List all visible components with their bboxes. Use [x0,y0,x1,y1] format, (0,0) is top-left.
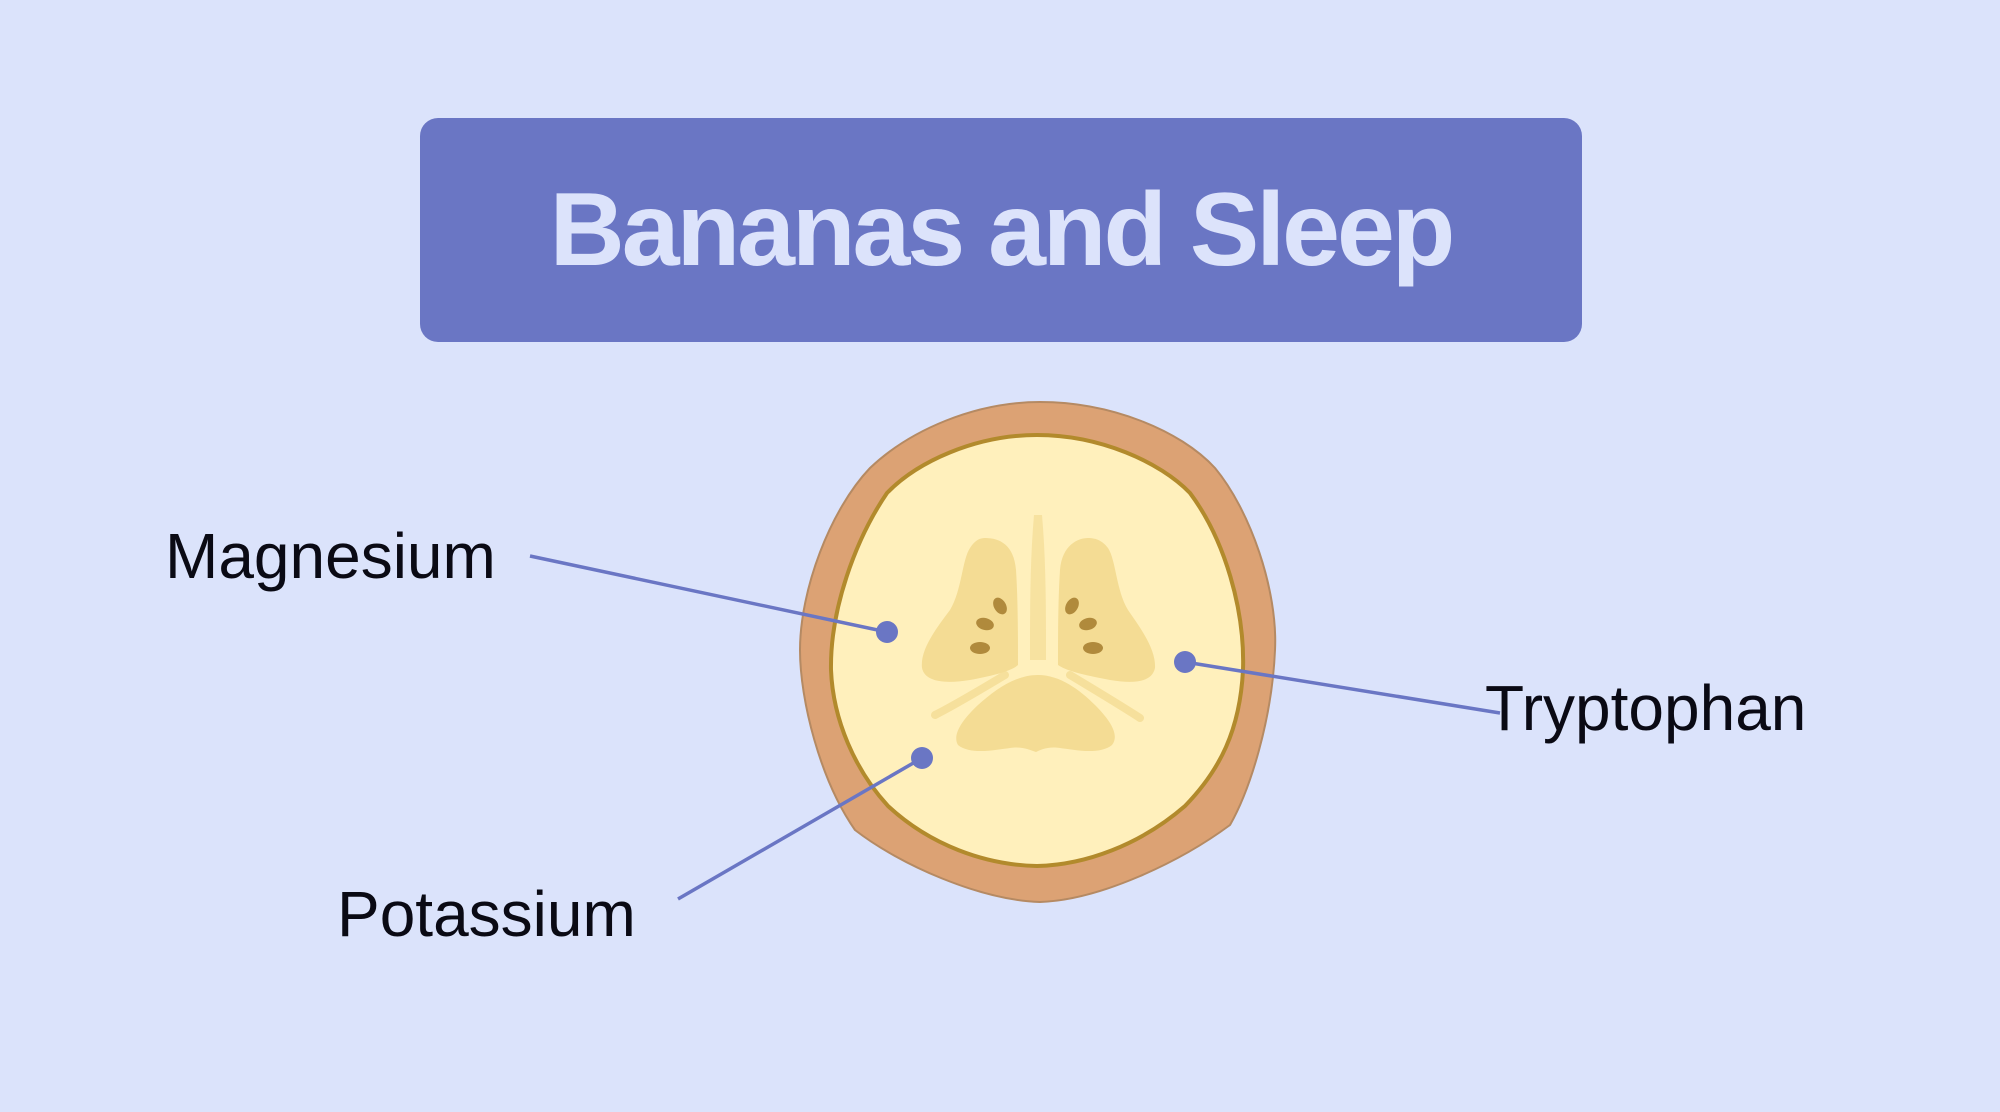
seed [976,617,994,631]
banana-streak-right [1066,671,1144,722]
banana-core-stem [1030,515,1046,660]
magnesium-leader-line [529,554,888,634]
tryptophan-leader-line [1184,660,1501,715]
seed [1079,617,1097,631]
tryptophan-label: Tryptophan [1485,672,1807,744]
leader-dot-icon [1174,651,1196,673]
potassium-leader-line [677,756,923,901]
leader-dot-icon [876,621,898,643]
leader-dot-icon [911,747,933,769]
seed [1065,597,1079,615]
seed [1083,642,1103,654]
banana-slice-icon [798,400,1277,904]
banana-core-right [1058,538,1156,682]
banana-core-bottom [956,675,1115,752]
page-title: Bananas and Sleep [549,172,1456,288]
banana-core-left [921,538,1018,682]
seed [993,597,1007,615]
seed [970,642,990,654]
banana-streak-left [931,671,1009,719]
potassium-label: Potassium [337,878,636,950]
title-banner: Bananas and Sleep [420,118,1582,342]
magnesium-label: Magnesium [165,520,496,592]
